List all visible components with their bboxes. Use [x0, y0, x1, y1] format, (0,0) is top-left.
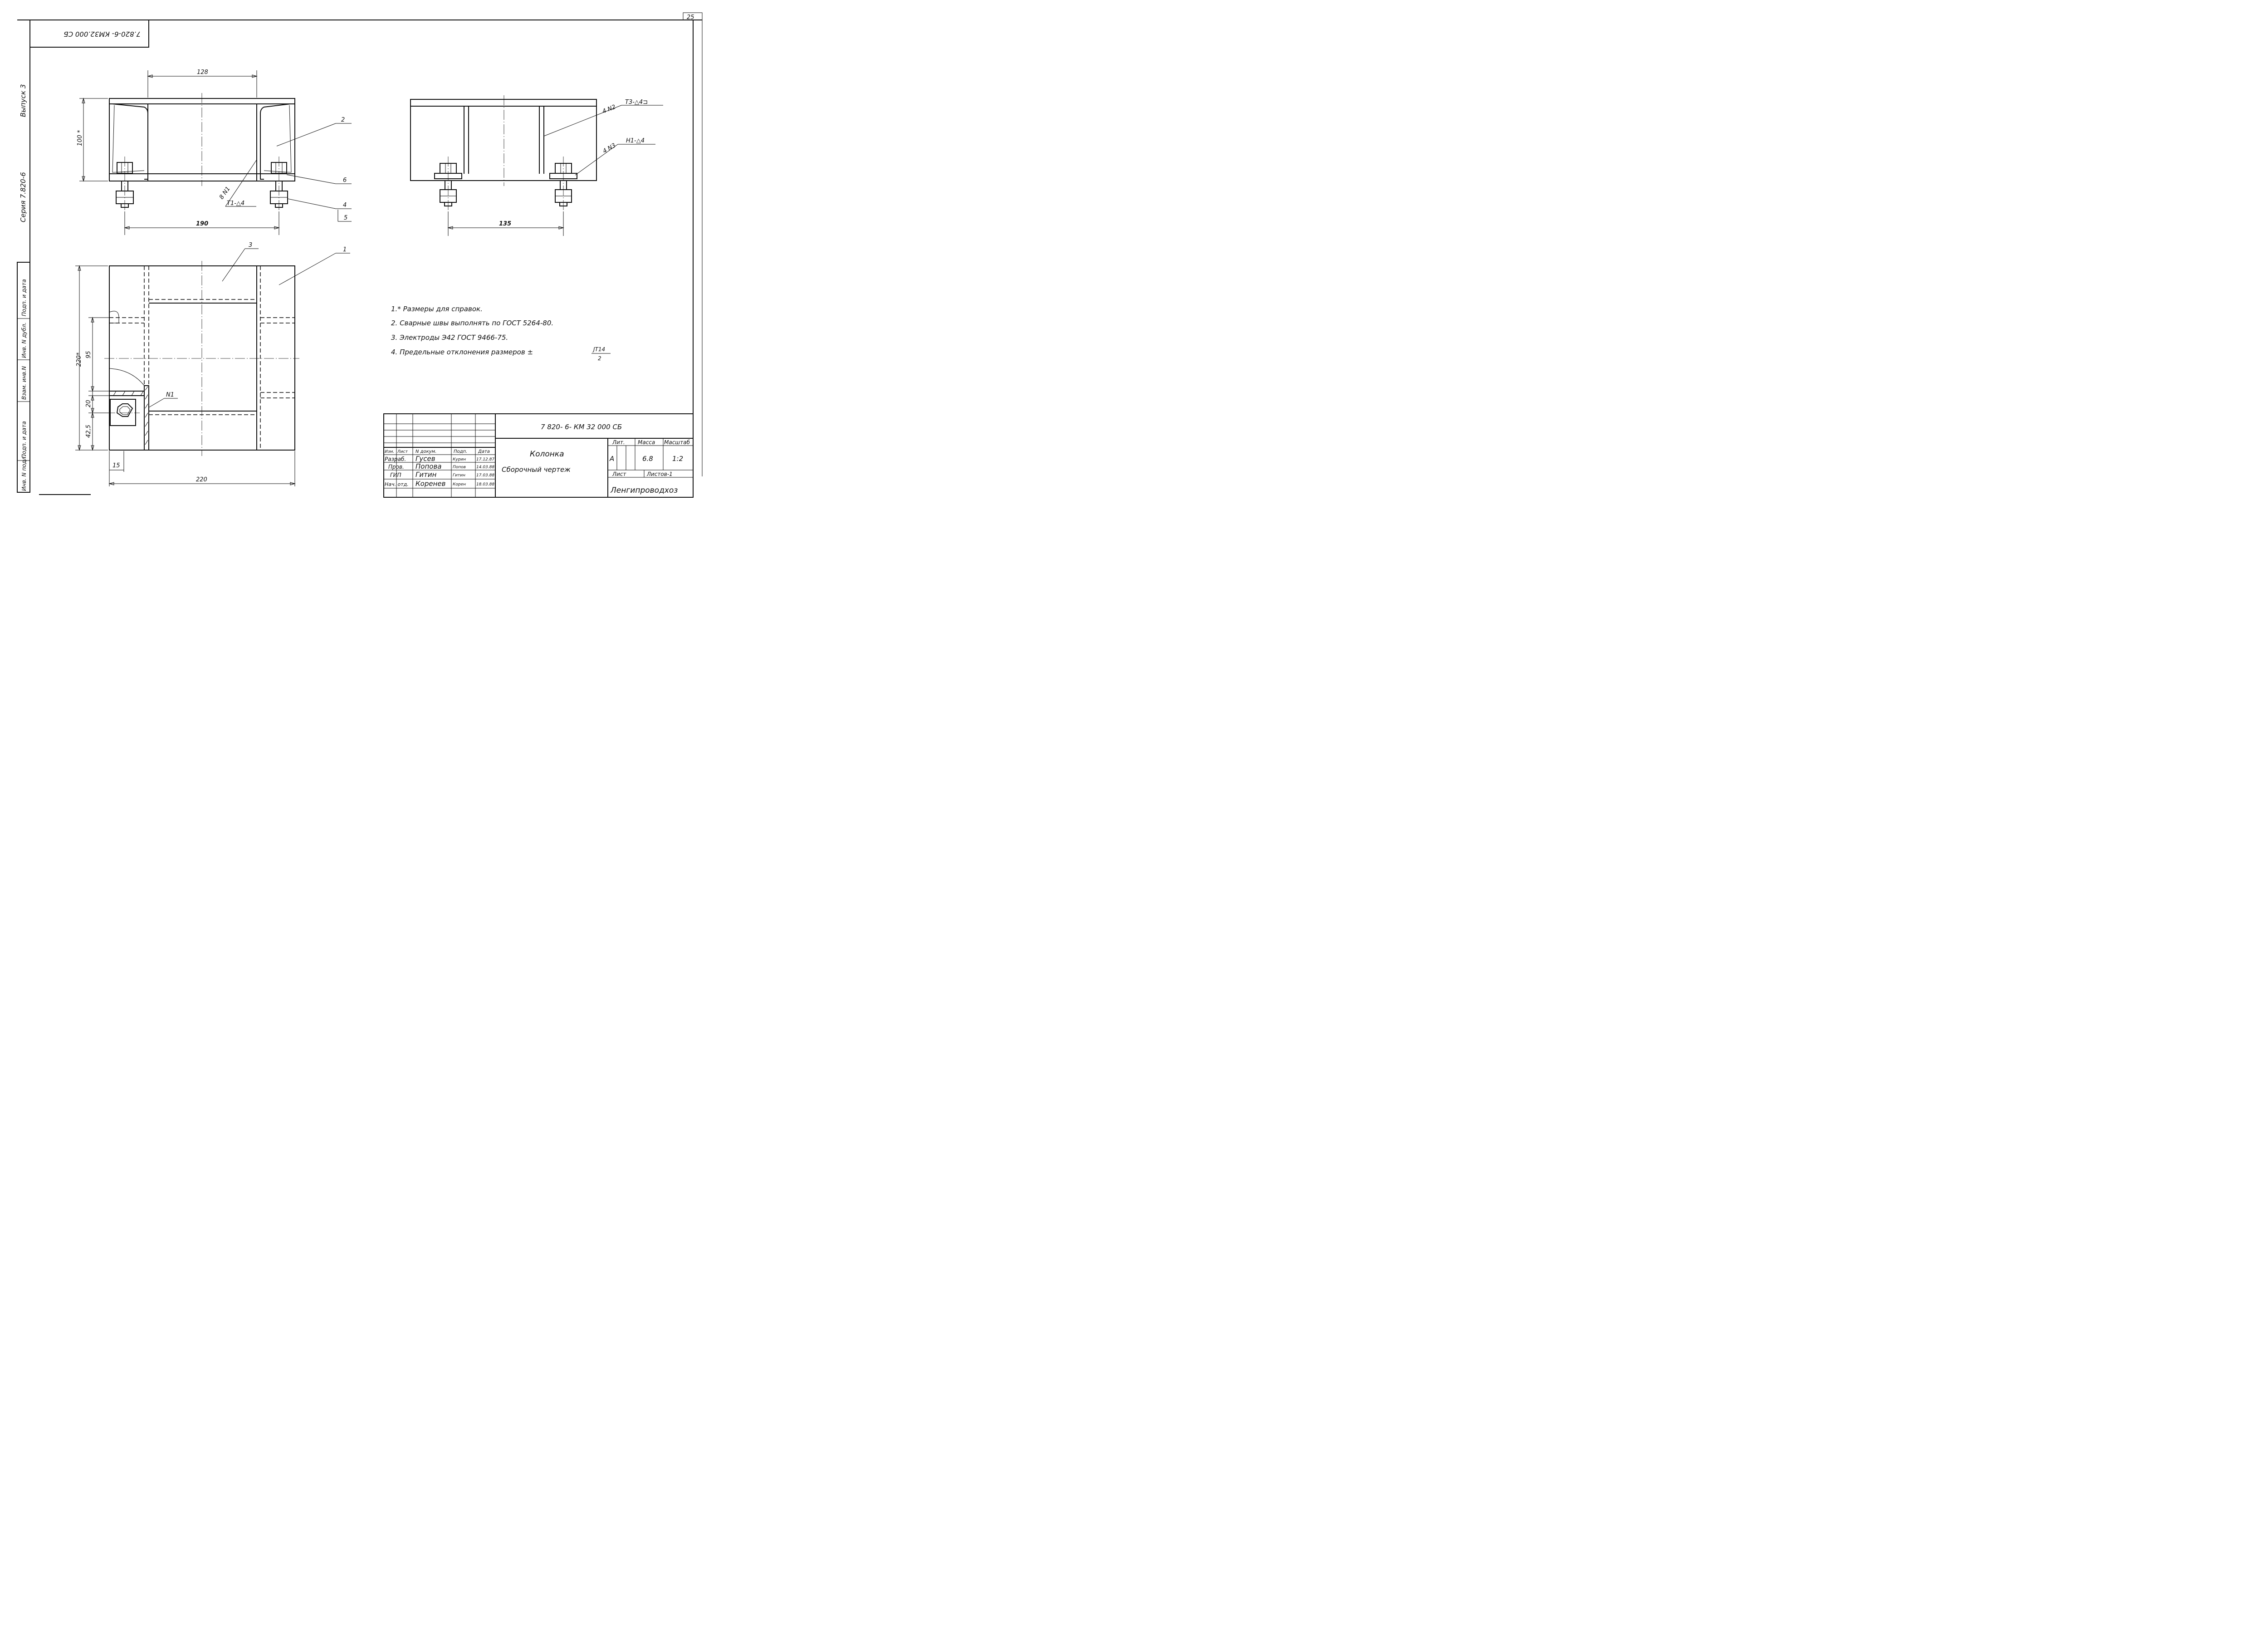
tb-date-3: 17.03.88	[476, 473, 494, 478]
tolerance-numerator: JT14	[592, 346, 605, 353]
front-view-dims: 128 100 * 190	[77, 69, 280, 235]
weld1-count: 8 N1	[218, 186, 232, 201]
note-2: 2. Сварные швы выполнять по ГОСТ 5264-80…	[391, 319, 553, 327]
note-4: 4. Предельные отклонения размеров ±	[391, 348, 533, 356]
tb-organization: Ленгипроводхоз	[610, 486, 678, 495]
dim-20: 20	[85, 400, 92, 407]
dim-190: 190	[196, 221, 208, 227]
tb-sign-4: Корен	[453, 482, 466, 487]
tb-mass-label: Масса	[638, 439, 655, 446]
tb-role-1: Разраб.	[385, 456, 406, 462]
tb-sign-3: Гитин	[453, 473, 465, 478]
tb-sign-2: Попов	[453, 465, 466, 470]
callout-3: 3	[249, 242, 252, 249]
dim-220-horizontal: 220	[196, 476, 207, 483]
weld3-count: 4 N3	[602, 142, 617, 155]
stamp-label-2: Инв. N дубл.	[21, 322, 27, 358]
plan-view-dims: 220* 95 20 42,5 15 220	[75, 265, 296, 486]
plan-view	[104, 261, 299, 456]
margin-series: Серия 7.820-6	[19, 172, 27, 222]
weld2-count: 4 N2	[601, 103, 617, 115]
tb-doc-number: 7 820- 6- КМ 32 000 СБ	[541, 423, 622, 431]
tb-date-2: 14.03.88	[476, 465, 494, 470]
stamp-label-3: Взам. инв.N	[21, 366, 27, 400]
tb-date-4: 18.03.88	[476, 482, 494, 487]
tb-name-3: Гитин	[415, 471, 437, 479]
tb-sheet-label: Лист	[612, 471, 626, 477]
rotated-doc-code: 7.820-6- КМ32.000 СБ	[64, 30, 141, 38]
stamp-label-4: Подп. и дата	[21, 421, 27, 458]
dim-42-5: 42,5	[85, 425, 92, 438]
tolerance-denominator: 2	[598, 355, 601, 362]
tb-sign-1: Курин	[453, 457, 466, 462]
weld2-spec: Т3-△4⊐	[625, 99, 648, 106]
weld3-spec: Н1-△4	[626, 137, 645, 144]
dim-135: 135	[499, 221, 511, 227]
dim-100: 100 *	[77, 130, 83, 146]
title-block: Изм. Лист N докум. Подп. Дата Разраб. Гу…	[383, 413, 694, 498]
stamp-label-5: Инв. N подл.	[21, 455, 27, 491]
tb-name-1: Гусев	[415, 455, 435, 463]
note-3: 3. Электроды Э42 ГОСТ 9466-75.	[391, 333, 508, 342]
dim-128: 128	[197, 69, 208, 76]
tb-name-2: Попова	[415, 462, 441, 471]
dim-220-vertical: 220*	[76, 352, 83, 367]
callout-5: 5	[344, 215, 347, 221]
margin-stamp: Подп. и дата Инв. N дубл. Взам. инв.N По…	[17, 262, 30, 493]
stamp-label-1: Подп. и дата	[21, 279, 27, 316]
tb-col-doc: N докум.	[415, 449, 436, 454]
callout-6: 6	[343, 177, 347, 184]
tb-scale: 1:2	[672, 455, 683, 463]
tb-name-4: Коренев	[415, 480, 446, 488]
margin-issue: Выпуск 3	[19, 84, 27, 117]
tb-sheets-label: Листов-1	[646, 471, 673, 477]
tb-col-date: Дата	[478, 449, 490, 454]
tb-lit: А	[609, 455, 614, 463]
callout-1: 1	[343, 246, 347, 253]
tb-role-4: Нач. отд.	[385, 481, 409, 487]
tb-lit-label: Лит.	[612, 439, 625, 446]
tb-subname: Сборочный чертеж	[502, 466, 571, 474]
sheet-frame: 25	[17, 12, 703, 495]
drawing-sheet: 25 7.820-6- КМ32.000 СБ Выпуск 3 Серия 7…	[17, 12, 703, 498]
tb-col-izm: Изм.	[385, 450, 394, 454]
tb-role-3: ГИП	[390, 472, 401, 478]
tb-scale-label: Масштаб	[664, 439, 690, 446]
tb-name: Колонка	[530, 450, 564, 459]
notes: 1.* Размеры для справок. 2. Сварные швы …	[391, 305, 611, 362]
tb-mass: 6.8	[642, 455, 653, 463]
dim-95: 95	[85, 351, 92, 358]
note-1: 1.* Размеры для справок.	[391, 305, 483, 313]
tb-role-2: Пров.	[388, 464, 404, 470]
front-view-callouts: 2 6 4 5 8 N1 Т1-△4	[218, 117, 352, 222]
side-view	[410, 95, 597, 211]
weld1-spec: Т1-△4	[227, 200, 244, 207]
callout-2: 2	[341, 117, 345, 123]
front-view	[109, 93, 295, 211]
callout-4: 4	[343, 202, 347, 209]
rotated-code-box: 7.820-6- КМ32.000 СБ	[29, 20, 149, 48]
node-n1: N1	[166, 392, 174, 398]
tb-col-list: Лист	[397, 450, 408, 454]
dim-15: 15	[112, 462, 120, 469]
plan-view-callouts: 3 1 N1	[148, 242, 350, 408]
tb-col-sign: Подп.	[454, 449, 467, 454]
tb-date-1: 17.12.87	[476, 457, 494, 462]
page-number: 25	[687, 14, 694, 21]
